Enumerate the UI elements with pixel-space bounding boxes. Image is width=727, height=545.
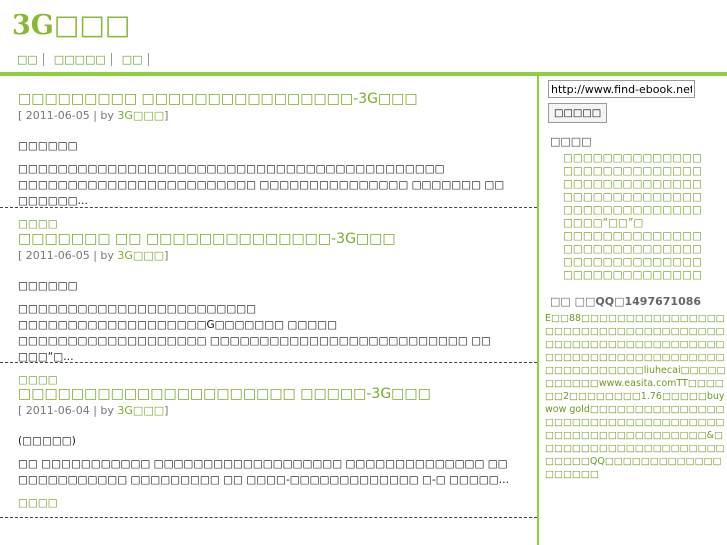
post-date: [ 2011-06-05 | by (18, 109, 118, 122)
post-author[interactable]: 3G□□□ (117, 404, 165, 417)
search-button[interactable]: □□□□□ (548, 103, 608, 123)
post-meta-end: ] (164, 109, 169, 122)
recent-post-link[interactable]: □□□□□□□□□□□□□□ (563, 178, 702, 190)
recent-posts-list: □□□□□□□□□□□□□□ □□□□□□□□□□□□□□ □□□□□□□□□□… (563, 152, 702, 282)
header-bar (0, 72, 727, 76)
recent-post-link[interactable]: □□□□□□□□□□□□□□ (563, 269, 702, 281)
sidebar-links-text[interactable]: E□□88□□□□□□□□□□□□□□□□□□□□□□□□□□□□□□□□□□□… (545, 313, 726, 480)
recent-post-link[interactable]: □□□□□□□□□□□□□□ (563, 165, 702, 177)
recent-post-link[interactable]: □□□□□□□□□□□□□□ (563, 256, 702, 268)
post-subtitle: □□□□□□ (18, 280, 78, 292)
recent-post-link[interactable]: □□□□□□□□□□□□□□ (563, 204, 702, 216)
post-date: [ 2011-06-05 | by (18, 249, 118, 262)
post-author[interactable]: 3G□□□ (117, 249, 165, 262)
recent-post-link[interactable]: □□□□□□□□□□□□□□ (563, 152, 702, 164)
search-input[interactable] (548, 80, 695, 98)
recent-post-link[interactable]: □□□□□□□□□□□□□□ (563, 191, 702, 203)
sidebar: □□□□□ □□□□ □□□□□□□□□□□□□□ □□□□□□□□□□□□□□… (545, 76, 727, 545)
post-excerpt: □□ □□□□□□□□□□□ □□□□□□□□□□□□□□□□□□□ □□□□□… (18, 458, 510, 486)
post-title[interactable]: □□□□□□□ □□ □□□□□□□□□□□□□□-3G□□□ (18, 231, 396, 247)
read-more-link[interactable]: □□□□ (18, 218, 58, 230)
sidebar-divider (537, 76, 539, 545)
nav-item-about[interactable]: □□□□□ (49, 53, 112, 66)
post-meta: [ 2011-06-04 | by 3G□□□] (18, 404, 519, 417)
recent-post-link[interactable]: □□□□□□□□□□□□□□ (563, 230, 702, 242)
contact-heading: □□ □□QQ□1497671086 (550, 295, 702, 308)
post-subtitle: (□□□□□) (18, 435, 76, 447)
site-title[interactable]: 3G□□□ (12, 10, 131, 41)
post-item: □□□□□□□□□□□□□□□□□□□□□ □□□□□-3G□□□ [ 2011… (0, 363, 537, 518)
post-author[interactable]: 3G□□□ (117, 109, 165, 122)
post-excerpt: □□□□□□□□□□□□□□□□□□□□□□□□ □□□□□□□□□□□□□□□… (18, 303, 491, 363)
nav-item-home[interactable]: □□ (12, 53, 44, 66)
nav-item-other[interactable]: □□ (117, 53, 149, 66)
post-subtitle: □□□□□□ (18, 140, 78, 152)
post-meta-end: ] (164, 404, 169, 417)
recent-post-link[interactable]: □□□□□□□□□□□□□□ (563, 243, 702, 255)
post-meta-end: ] (164, 249, 169, 262)
post-item: □□□□□□□□□ □□□□□□□□□□□□□□□□-3G□□□ [ 2011-… (0, 76, 537, 230)
post-meta: [ 2011-06-05 | by 3G□□□] (18, 109, 519, 122)
post-title[interactable]: □□□□□□□□□□□□□□□□□□□□□ □□□□□-3G□□□ (18, 386, 431, 402)
post-meta: [ 2011-06-05 | by 3G□□□] (18, 249, 519, 262)
read-more-link[interactable]: □□□□ (18, 374, 58, 386)
read-more-link[interactable]: □□□□ (18, 497, 58, 509)
recent-posts-heading: □□□□ (550, 135, 592, 148)
post-date: [ 2011-06-04 | by (18, 404, 118, 417)
top-nav: □□ □□□□□ □□ (12, 53, 154, 66)
post-item: □□□□□□□ □□ □□□□□□□□□□□□□□-3G□□□ [ 2011-0… (0, 208, 537, 386)
recent-post-link[interactable]: □□□□“□□”□ (563, 217, 644, 229)
post-excerpt: □□□□□□□□□□□□□□□□□□□□□□□□□□□□□□□□□□□□□□□□… (18, 163, 505, 207)
post-list: □□□□□□□□□ □□□□□□□□□□□□□□□□-3G□□□ [ 2011-… (0, 76, 537, 545)
post-title[interactable]: □□□□□□□□□ □□□□□□□□□□□□□□□□-3G□□□ (18, 91, 418, 107)
